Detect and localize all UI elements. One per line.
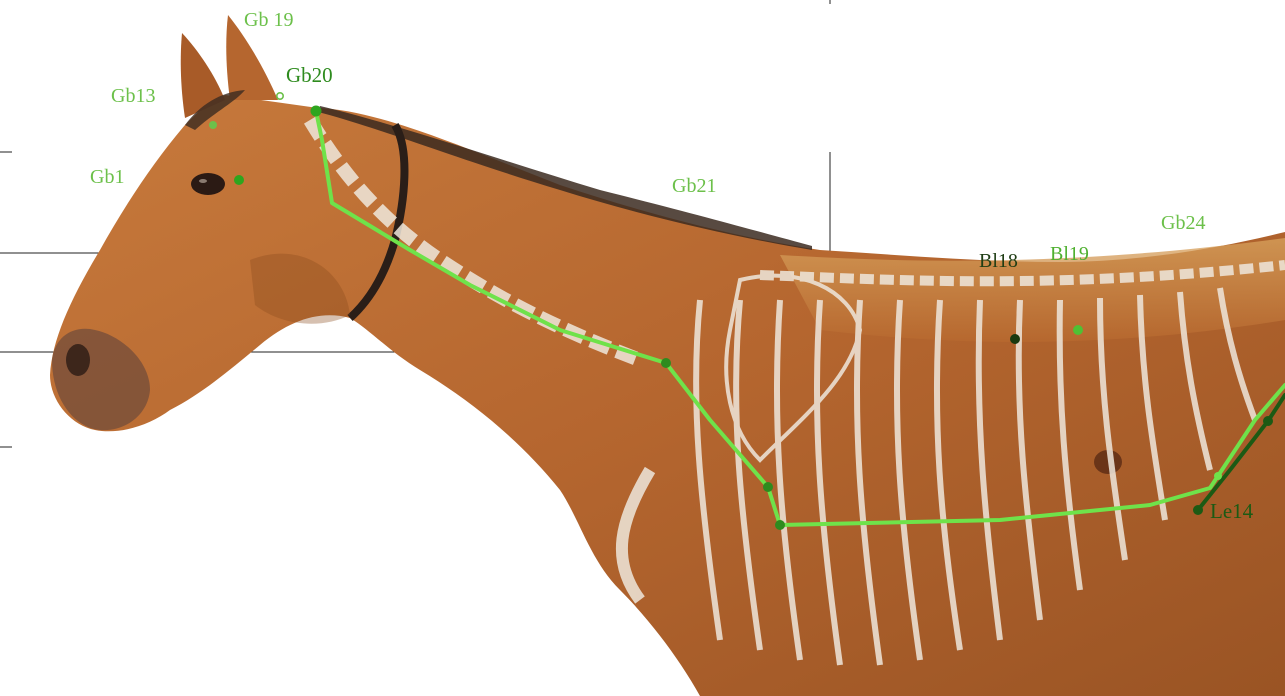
acupoint-gb24-dot — [1214, 472, 1222, 480]
acupoint-shoulder-dot — [763, 482, 773, 492]
label-le14: Le14 — [1210, 499, 1254, 523]
label-gb1: Gb1 — [90, 166, 124, 188]
horse-eye-highlight — [199, 179, 207, 183]
label-gb19: Gb 19 — [244, 9, 293, 31]
acupoint-bl19-dot — [1073, 325, 1083, 335]
label-gb13: Gb13 — [111, 85, 155, 107]
acupoint-gb19-dot — [277, 93, 283, 99]
acupoint-gb13-dot — [209, 121, 217, 129]
horse-eye — [191, 173, 225, 195]
acupoint-gb1-dot — [234, 175, 244, 185]
acupoint-le14-dot — [1193, 505, 1203, 515]
label-gb24: Gb24 — [1161, 212, 1205, 234]
label-gb21: Gb21 — [672, 175, 716, 197]
label-bl18: Bl18 — [979, 250, 1018, 272]
acupoint-gb21-dot — [661, 358, 671, 368]
acupoint-elbow-dot — [775, 520, 785, 530]
label-bl19: Bl19 — [1050, 243, 1089, 265]
acupoint-gb20-dot — [311, 106, 322, 117]
acupoint-bl18-dot — [1010, 334, 1020, 344]
label-gb20: Gb20 — [286, 63, 333, 87]
horse-body — [50, 95, 1285, 696]
horse-nostril — [66, 344, 90, 376]
acupoint-liver-dot — [1263, 416, 1273, 426]
